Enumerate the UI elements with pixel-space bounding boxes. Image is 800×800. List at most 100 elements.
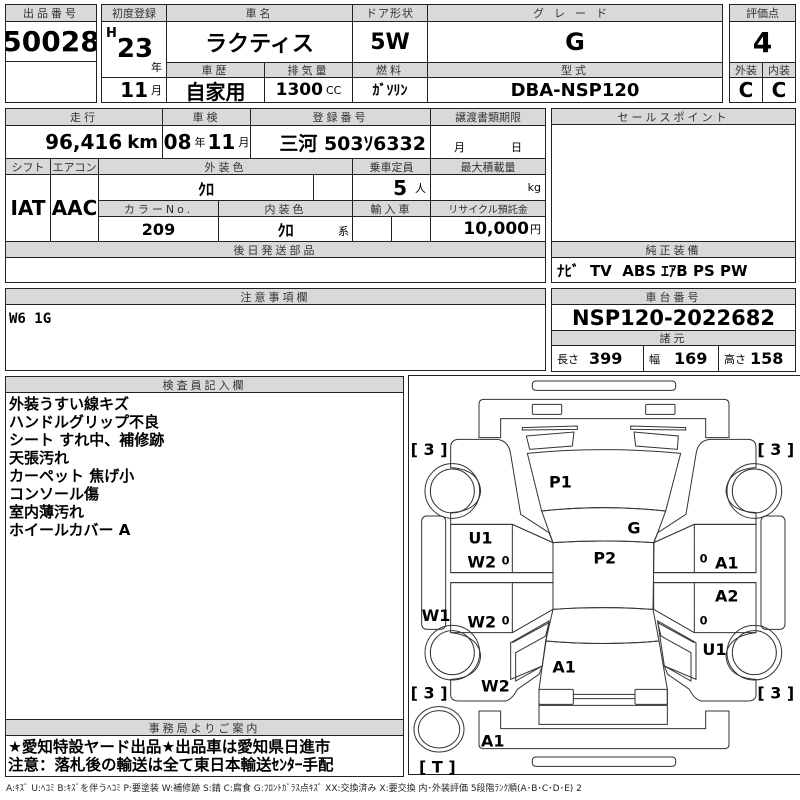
month-unit: 月 bbox=[454, 141, 465, 154]
history-label: 車歴 bbox=[166, 62, 265, 78]
ext-color: ｸﾛ bbox=[98, 174, 314, 201]
sales-point-label: セールスポイント bbox=[551, 108, 796, 125]
overall-score: 4 bbox=[729, 21, 796, 63]
note-line: ハンドルグリップ不良 bbox=[9, 413, 160, 431]
tire-fl-rating: [ 3 ] bbox=[411, 440, 448, 459]
grille bbox=[525, 431, 679, 450]
inspector-notes: 外装うすい線キズ ハンドルグリップ不良 シート すれ中、補修跡 天張汚れ カーペ… bbox=[9, 395, 164, 539]
inspection-label: 車検 bbox=[162, 108, 251, 126]
office-label: 事務局よりご案内 bbox=[5, 719, 404, 736]
caution-box bbox=[5, 304, 546, 371]
damage-mark: A2 bbox=[715, 587, 739, 606]
displacement-unit: CC bbox=[325, 83, 342, 97]
car-outline: [ 3 ] [ 3 ] [ 3 ] [ 3 ] [ T ] P1 G P2 U1… bbox=[411, 380, 794, 777]
length-label: 長さ bbox=[557, 352, 579, 366]
month-unit: 月 bbox=[151, 84, 162, 97]
front-bumper-bar bbox=[531, 380, 677, 391]
fuel-label: 燃料 bbox=[352, 62, 428, 78]
lot-number: 50028 bbox=[5, 21, 97, 62]
rear-garnish bbox=[573, 693, 635, 700]
mileage-value: 96,416 bbox=[45, 130, 123, 154]
grade: G bbox=[427, 21, 723, 63]
era: H bbox=[106, 26, 117, 41]
damage-mark: W2 bbox=[467, 613, 496, 632]
damage-mark: W2 bbox=[481, 677, 510, 696]
transfer-label: 譲渡書類期限 bbox=[430, 108, 546, 126]
spec-label: 諸元 bbox=[551, 330, 796, 346]
lot-blank bbox=[5, 61, 97, 103]
note-line: ホイールカバー A bbox=[9, 521, 131, 539]
model-code: DBA-NSP120 bbox=[427, 77, 723, 103]
year-unit: 年 bbox=[151, 61, 162, 74]
later-parts bbox=[5, 257, 546, 283]
office-notes: ★愛知特設ヤード出品★出品車は愛知県日進市 注意：落札後の輸送は全て東日本輸送ｾ… bbox=[8, 738, 334, 774]
office-line: ★愛知特設ヤード出品★出品車は愛知県日進市 bbox=[8, 738, 331, 756]
note-line: 天張汚れ bbox=[9, 449, 70, 467]
taillight-right bbox=[634, 688, 668, 705]
length-value: 399 bbox=[589, 349, 623, 368]
damage-mark: A1 bbox=[481, 732, 505, 751]
month: 11 bbox=[120, 78, 148, 102]
note-line: シート すれ中、補修跡 bbox=[9, 431, 165, 449]
later-parts-label: 後日発送部品 bbox=[5, 241, 546, 258]
damage-mark: 0 bbox=[502, 553, 510, 567]
ext-color-label: 外装色 bbox=[98, 158, 353, 175]
model-label: 型式 bbox=[427, 62, 723, 78]
plate-number: 三河 503ｿ6332 bbox=[250, 125, 431, 159]
ext-score: C bbox=[729, 77, 763, 103]
displacement-label: 排気量 bbox=[264, 62, 353, 78]
caution-label: 注意事項欄 bbox=[5, 288, 546, 305]
spare-tire-rating: [ T ] bbox=[419, 758, 456, 776]
width-label: 幅 bbox=[649, 352, 660, 366]
import-label: 輸入車 bbox=[352, 200, 431, 217]
max-load-label: 最大積載量 bbox=[430, 158, 546, 175]
damage-mark: W2 bbox=[467, 553, 496, 572]
capacity-label: 乗車定員 bbox=[352, 158, 431, 175]
recycle-value: 10,000 bbox=[463, 219, 529, 239]
spare-tire bbox=[413, 706, 465, 753]
mileage-unit: km bbox=[127, 131, 158, 153]
office-line: 注意：落札後の輸送は全て東日本輸送ｾﾝﾀｰ手配 bbox=[8, 756, 334, 774]
damage-mark: W1 bbox=[422, 606, 451, 625]
headlight-left bbox=[531, 403, 563, 415]
headlight-right bbox=[645, 403, 676, 415]
office-box bbox=[5, 735, 404, 777]
inspection-year: 08 bbox=[163, 130, 192, 154]
transfer-deadline: 月日 bbox=[430, 125, 546, 159]
windshield bbox=[540, 507, 667, 544]
year: 23 bbox=[116, 34, 154, 64]
tire-rr-rating: [ 3 ] bbox=[757, 683, 794, 702]
mileage-label: 走行 bbox=[5, 108, 163, 126]
rear-window bbox=[545, 607, 660, 644]
damage-mark: P2 bbox=[593, 548, 616, 567]
aircon-label: エアコン bbox=[50, 158, 99, 175]
day-unit: 日 bbox=[511, 141, 522, 154]
month-unit: 月 bbox=[238, 136, 250, 149]
damage-mark: U1 bbox=[702, 640, 726, 659]
int-color: ｸﾛ 系 bbox=[218, 216, 353, 242]
width-value: 169 bbox=[674, 349, 708, 368]
aircon: AAC bbox=[50, 174, 99, 242]
rear-bumper bbox=[478, 710, 730, 750]
door-label: ドア形状 bbox=[352, 4, 428, 22]
chassis-number: NSP120-2022682 bbox=[551, 304, 796, 331]
int-color-label: 内装色 bbox=[218, 200, 353, 217]
import-cell-2 bbox=[391, 216, 431, 242]
note-line: 室内薄汚れ bbox=[9, 503, 85, 521]
score-label: 評価点 bbox=[729, 4, 796, 22]
capacity-value: 5 bbox=[393, 175, 407, 200]
taillight-left bbox=[538, 688, 574, 705]
rear-bumper-bar bbox=[531, 756, 677, 767]
displacement-value: 1300 bbox=[275, 80, 323, 100]
damage-mark: G bbox=[627, 518, 640, 537]
int-color-unit: 系 bbox=[338, 225, 349, 238]
note-line: カーペット 焦げ小 bbox=[9, 467, 135, 485]
height-value: 158 bbox=[750, 349, 784, 368]
lot-label: 出品番号 bbox=[5, 4, 97, 22]
note-line: 外装うすい線キズ bbox=[9, 395, 130, 413]
grade-label: グレード bbox=[427, 4, 723, 22]
